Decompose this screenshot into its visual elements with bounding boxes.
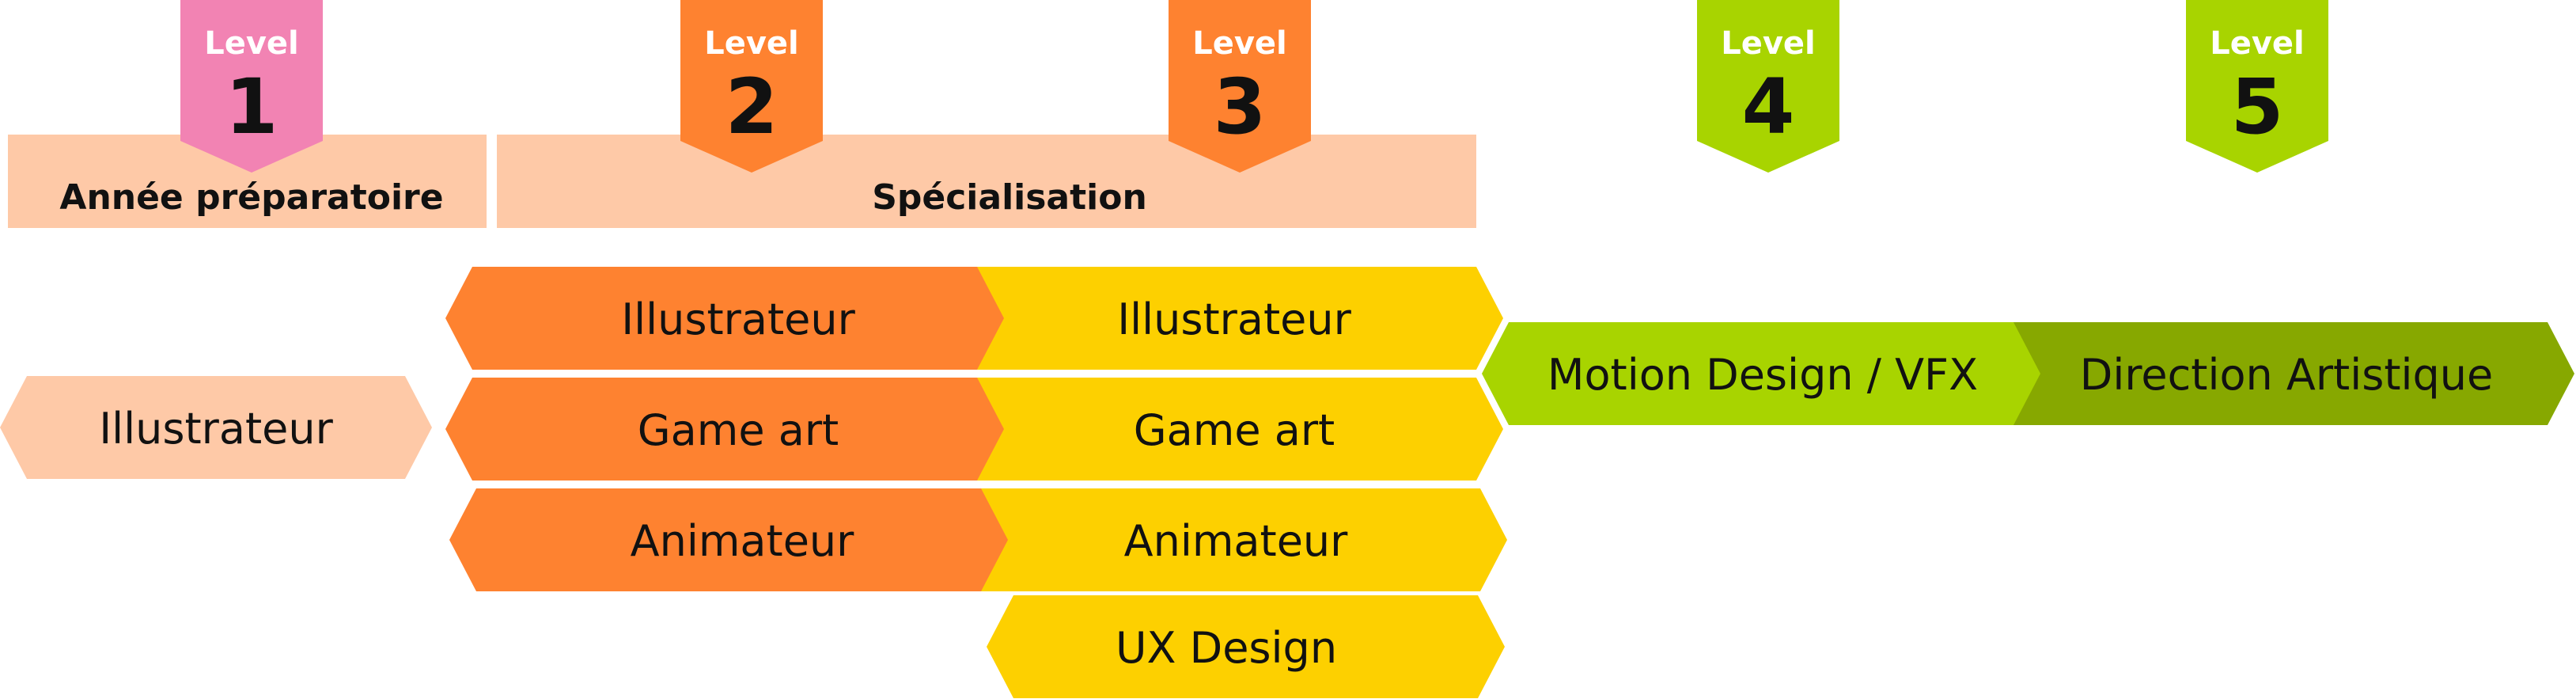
level-number: 1 bbox=[225, 63, 278, 151]
level-badge-2: Level 2 bbox=[680, 0, 823, 173]
cell-label: Illustrateur bbox=[1117, 294, 1351, 344]
level-word: Level bbox=[1721, 25, 1816, 62]
band-specialisation bbox=[497, 135, 1476, 228]
level-badge-3: Level 3 bbox=[1169, 0, 1311, 173]
level-word: Level bbox=[704, 25, 799, 62]
cell-label: UX Design bbox=[1116, 623, 1337, 673]
cell-level4-motion-design: Motion Design / VFX bbox=[1482, 322, 2040, 425]
cell-label: Illustrateur bbox=[621, 294, 855, 344]
cell-level3-game-art: Game art bbox=[977, 378, 1503, 481]
cell-level2-game-art: Game art bbox=[445, 378, 1004, 481]
cell-label: Direction Artistique bbox=[2080, 350, 2493, 400]
level-word: Level bbox=[2210, 25, 2305, 62]
cell-label: Motion Design / VFX bbox=[1547, 350, 1978, 400]
cell-level3-animateur: Animateur bbox=[981, 488, 1507, 591]
cell-level3-illustrateur: Illustrateur bbox=[977, 267, 1503, 370]
level-number: 2 bbox=[725, 63, 778, 151]
level-number: 4 bbox=[1742, 63, 1795, 151]
cell-level2-animateur: Animateur bbox=[449, 488, 1008, 591]
cell-label: Illustrateur bbox=[99, 404, 333, 454]
cell-level3-ux-design: UX Design bbox=[987, 595, 1505, 698]
cell-label: Game art bbox=[1134, 405, 1335, 455]
cell-prep-illustrateur: Illustrateur bbox=[0, 376, 432, 479]
level-badge-4: Level 4 bbox=[1697, 0, 1839, 173]
cell-label: Animateur bbox=[1124, 516, 1348, 566]
cell-label: Game art bbox=[638, 405, 839, 455]
band-label-specialisation: Spécialisation bbox=[872, 177, 1147, 218]
level-number: 3 bbox=[1214, 63, 1267, 151]
level-word: Level bbox=[204, 25, 299, 62]
band-label-annee-preparatoire: Année préparatoire bbox=[59, 177, 443, 218]
cell-label: Animateur bbox=[631, 516, 854, 566]
level-number: 5 bbox=[2231, 63, 2284, 151]
level-badge-1: Level 1 bbox=[180, 0, 323, 173]
cell-level2-illustrateur: Illustrateur bbox=[445, 267, 1004, 370]
level-badge-5: Level 5 bbox=[2186, 0, 2328, 173]
level-word: Level bbox=[1192, 25, 1287, 62]
cell-level5-direction-artistique: Direction Artistique bbox=[2013, 322, 2574, 425]
